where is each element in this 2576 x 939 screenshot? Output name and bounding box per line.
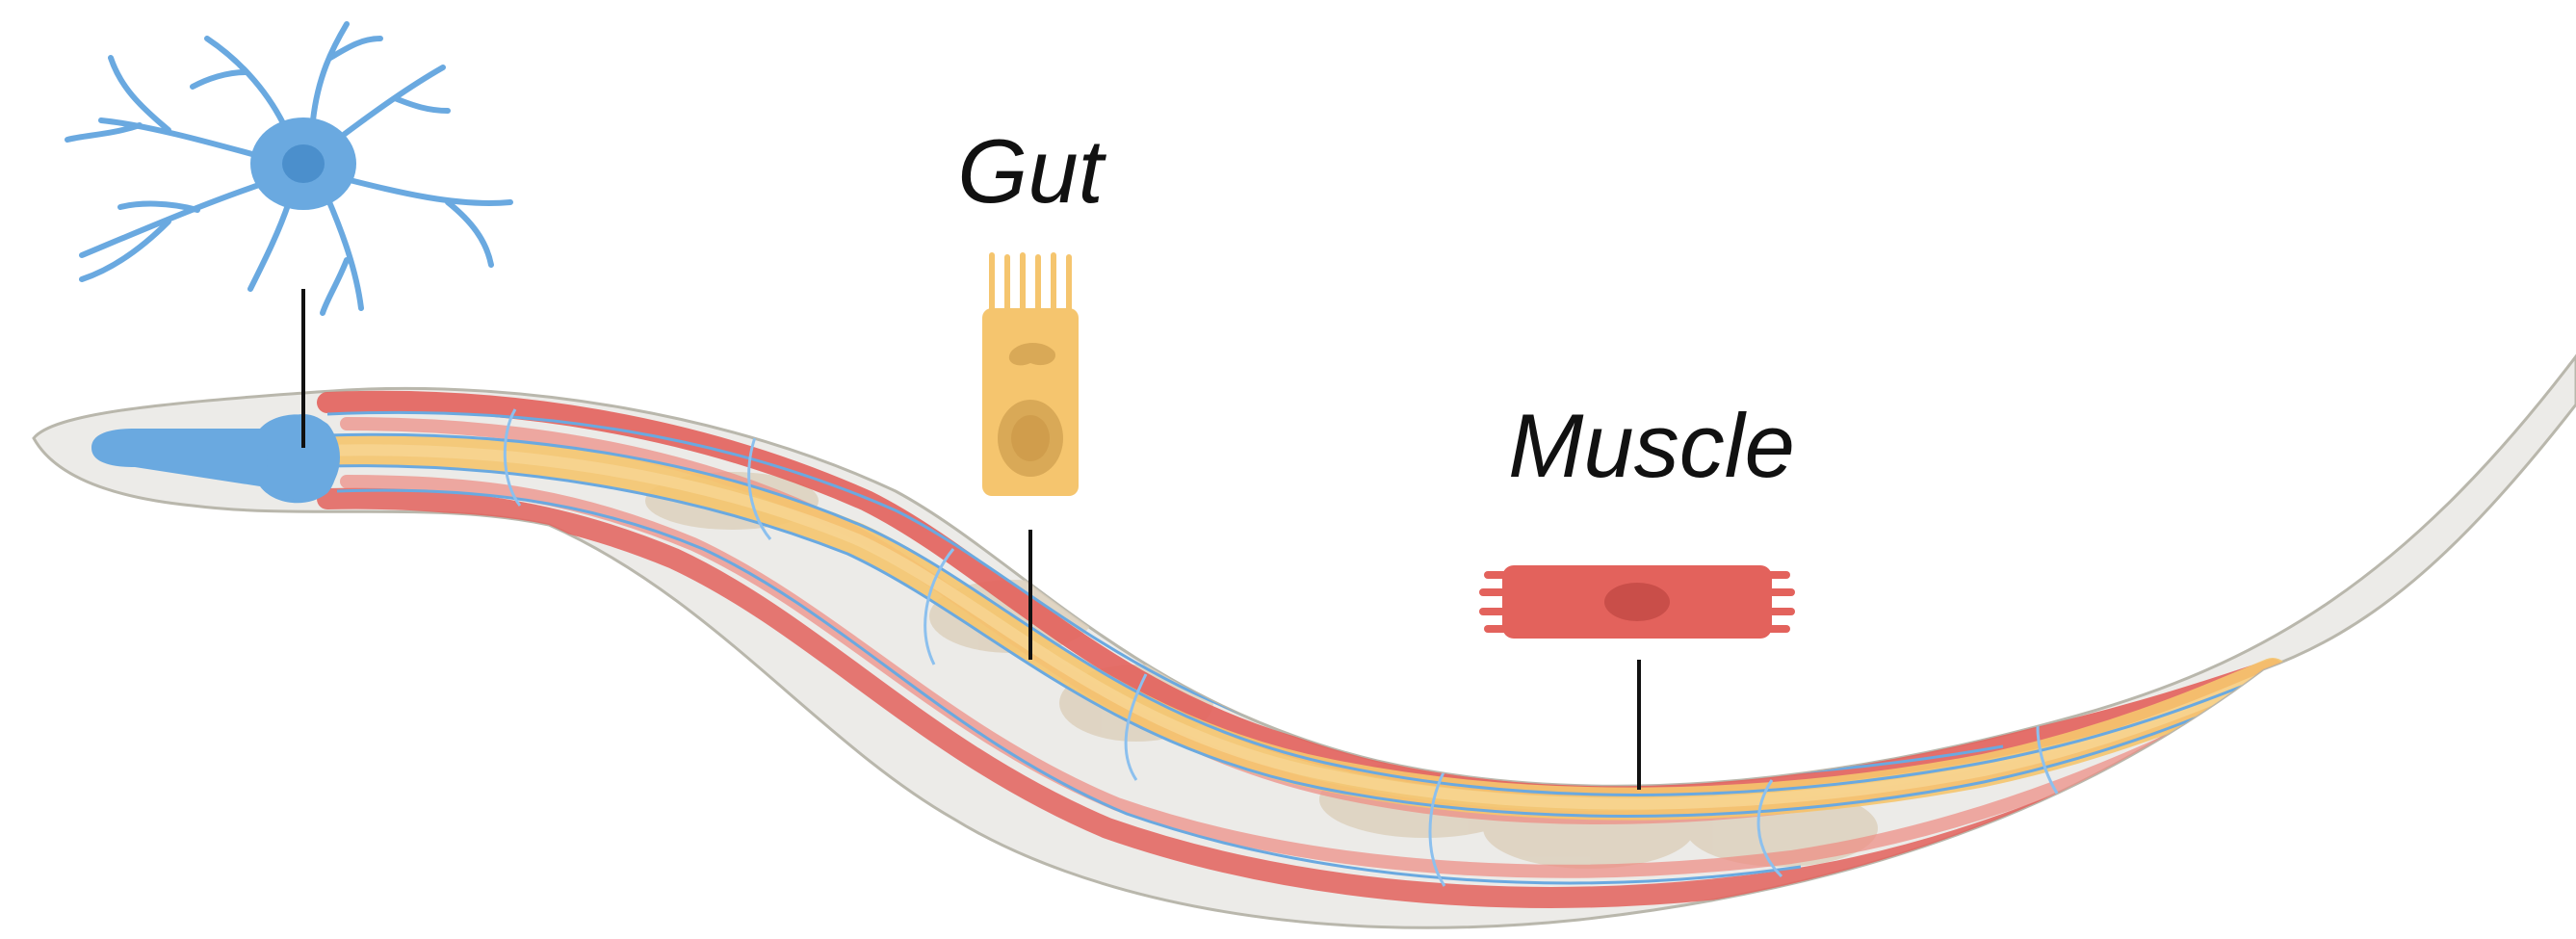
- neuron-cell-icon: [67, 24, 510, 313]
- worm-body: [34, 356, 2576, 927]
- muscle-cell-icon: [1483, 565, 1791, 639]
- muscle-label: Muscle: [1508, 395, 1795, 496]
- gut-label: Gut: [957, 120, 1106, 222]
- gut-epithelial-cell-icon: [982, 255, 1079, 496]
